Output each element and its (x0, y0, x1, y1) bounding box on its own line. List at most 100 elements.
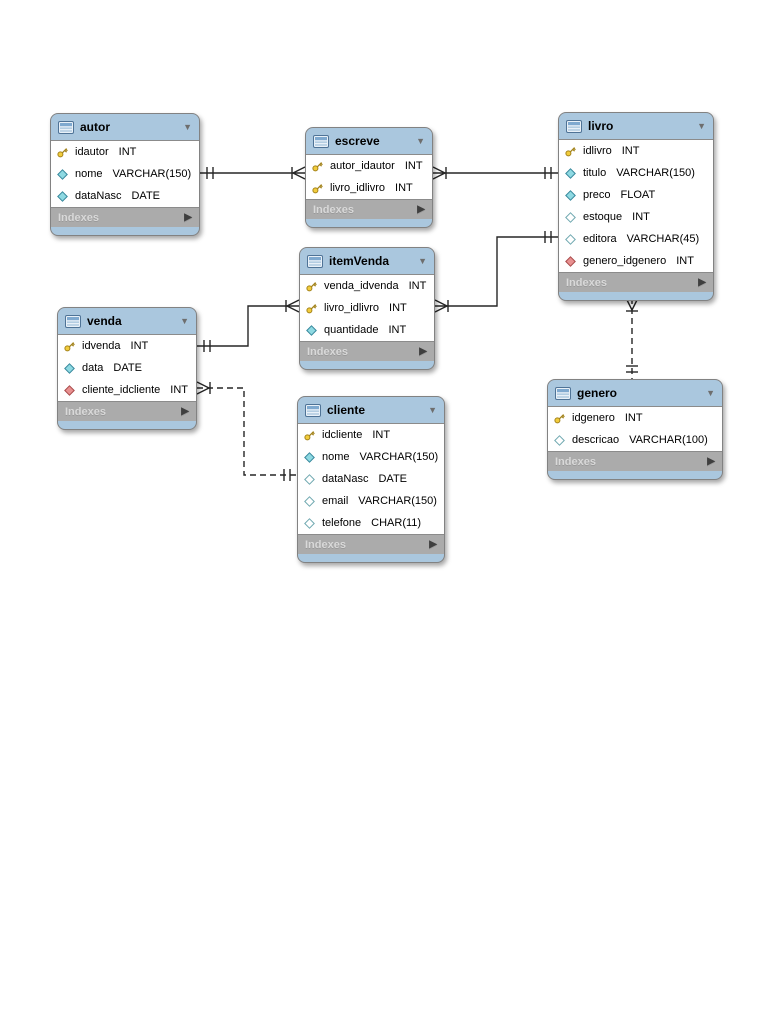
table-icon (65, 314, 81, 328)
key-icon (554, 413, 566, 424)
table-header-genero[interactable]: genero▼ (548, 380, 722, 406)
crow-foot-marker-itemVenda-livro (434, 299, 449, 313)
relationship-line-venda-itemVenda[interactable] (197, 305, 299, 347)
table-icon (305, 403, 321, 417)
table-title: venda (87, 314, 122, 328)
indexes-section-cliente[interactable]: Indexes▶ (298, 535, 444, 554)
column-name: estoque (583, 211, 623, 223)
expand-arrow-icon: ▶ (707, 455, 715, 467)
collapse-arrow-icon[interactable]: ▼ (706, 387, 715, 398)
indexes-label: Indexes (555, 455, 596, 468)
diamond-hollow-icon (565, 233, 577, 245)
table-header-autor[interactable]: autor ▼ (51, 114, 199, 140)
table-icon (58, 120, 74, 134)
column-type: INT (395, 182, 413, 194)
column-type: VARCHAR(150) (616, 167, 695, 179)
relationship-line-venda-cliente[interactable] (197, 387, 297, 476)
indexes-section-venda[interactable]: Indexes▶ (58, 402, 196, 421)
crow-foot-marker-venda-cliente (196, 381, 211, 395)
collapse-arrow-icon[interactable]: ▼ (416, 135, 425, 146)
collapse-arrow-icon[interactable]: ▼ (697, 120, 706, 131)
table-header-escreve[interactable]: escreve▼ (306, 128, 432, 154)
diamond-hollow-icon (554, 434, 566, 446)
table-title: autor (80, 120, 110, 134)
column-type: DATE (378, 473, 408, 485)
column-name: email (322, 495, 349, 507)
crow-foot-marker-autor-escreve (291, 166, 306, 180)
column-type: VARCHAR(45) (626, 233, 700, 245)
indexes-label: Indexes (313, 203, 354, 216)
indexes-section-genero[interactable]: Indexes ▶ (548, 452, 722, 471)
table-bottom-strip (559, 292, 713, 300)
table-bottom-strip (306, 219, 432, 227)
key-icon (306, 281, 318, 292)
column-type: INT (372, 429, 391, 441)
table-title: cliente (327, 403, 366, 417)
relationship-line-itemVenda-livro[interactable] (435, 236, 558, 307)
column-row-editora[interactable]: editora VARCHAR(45) (559, 228, 713, 250)
column-type: INT (632, 211, 650, 223)
indexes-section-escreve[interactable]: Indexes ▶ (306, 200, 432, 219)
collapse-arrow-icon[interactable]: ▼ (418, 255, 427, 266)
key-icon (306, 303, 318, 314)
collapse-arrow-icon[interactable]: ▼ (183, 121, 192, 132)
table-header-livro[interactable]: livro▼ (559, 113, 713, 139)
table-header-venda[interactable]: venda ▼ (58, 308, 196, 334)
column-name: editora (583, 233, 617, 245)
diamond-filled-icon (565, 189, 577, 201)
column-type: INT (389, 302, 407, 314)
diamond-red-icon (565, 255, 577, 267)
table-icon (555, 386, 571, 400)
indexes-section-itemVenda[interactable]: Indexes▶ (300, 342, 434, 361)
expand-arrow-icon: ▶ (417, 203, 425, 215)
indexes-section-livro[interactable]: Indexes▶ (559, 273, 713, 292)
diamond-hollow-icon (304, 517, 316, 529)
indexes-section-autor[interactable]: Indexes▶ (51, 208, 199, 227)
table-icon (313, 134, 329, 148)
indexes-label: Indexes (65, 405, 106, 418)
collapse-arrow-icon[interactable]: ▼ (180, 315, 189, 326)
table-header-itemVenda[interactable]: itemVenda▼ (300, 248, 434, 274)
column-name: telefone (322, 517, 362, 529)
table-header-cliente[interactable]: cliente ▼ (298, 397, 444, 423)
column-type: VARCHAR(100) (629, 434, 708, 446)
column-row-estoque[interactable]: estoque INT (559, 206, 713, 228)
column-row-telefone[interactable]: telefone CHAR(11) (298, 512, 444, 534)
column-type: INT (130, 340, 149, 352)
column-type: CHAR(11) (371, 517, 422, 529)
collapse-arrow-icon[interactable]: ▼ (428, 404, 437, 415)
crow-foot-marker-venda-itemVenda (285, 299, 300, 313)
